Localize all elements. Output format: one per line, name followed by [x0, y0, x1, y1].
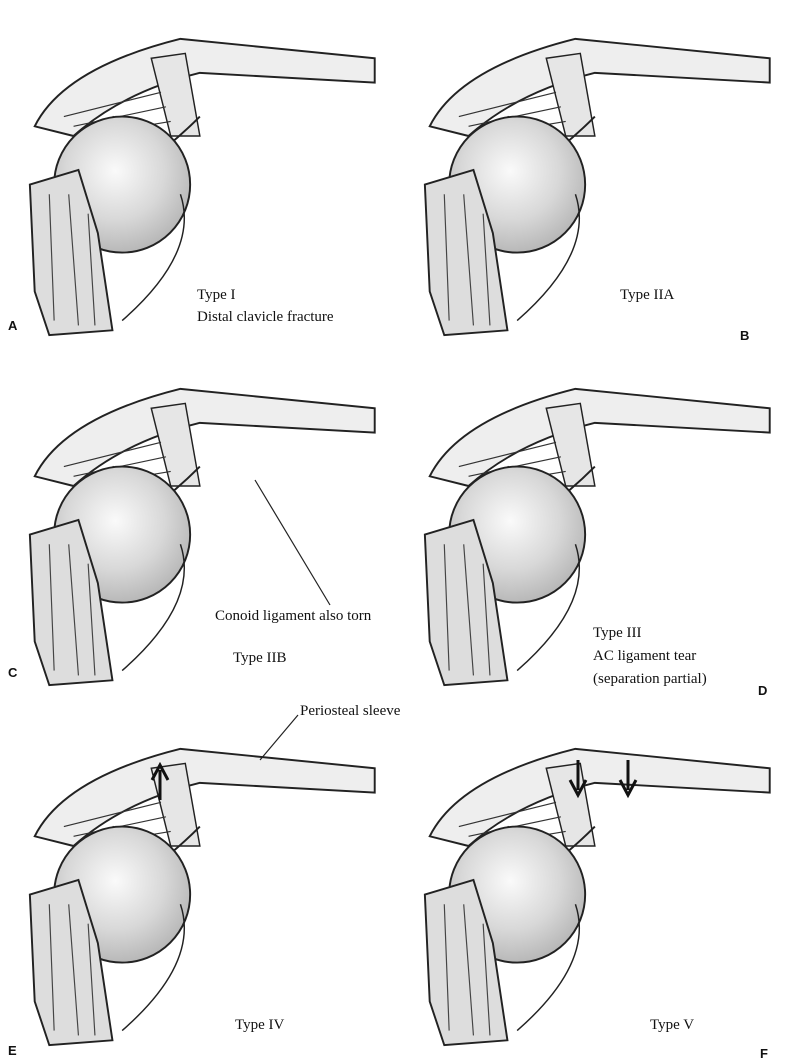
panel-b-letter: B [740, 328, 750, 343]
sleeve-callout-line [259, 714, 299, 761]
arrow-down-icon [618, 760, 638, 799]
panel-a-letter: A [8, 318, 18, 333]
panel-d-note2: (separation partial) [593, 671, 707, 687]
panel-d-letter: D [758, 683, 768, 698]
panel-a-note: Distal clavicle fracture [197, 309, 334, 325]
panel-d-note: AC ligament tear [593, 648, 697, 664]
arrow-down-icon [568, 760, 588, 799]
panel-f-type: Type V [650, 1017, 695, 1033]
shoulder-drawing-e [28, 747, 376, 1047]
panel-a-type: Type I [197, 287, 236, 303]
arrow-up-icon [150, 761, 170, 800]
shoulder-drawing-c [28, 387, 376, 687]
conoid-callout-line [254, 479, 331, 606]
panel-d-type: Type III [593, 625, 642, 641]
panel-c-letter: C [8, 665, 18, 680]
panel-c-callout: Conoid ligament also torn [215, 608, 372, 624]
panel-c-type: Type IIB [233, 650, 287, 666]
panel-e-letter: E [8, 1043, 17, 1058]
shoulder-drawing-b [423, 37, 771, 337]
shoulder-drawing-f [423, 747, 771, 1047]
panel-f-letter: F [760, 1046, 768, 1060]
panel-b-type: Type IIA [620, 287, 675, 303]
panel-e-type: Type IV [235, 1017, 285, 1033]
panel-e-callout: Periosteal sleeve [300, 703, 401, 719]
